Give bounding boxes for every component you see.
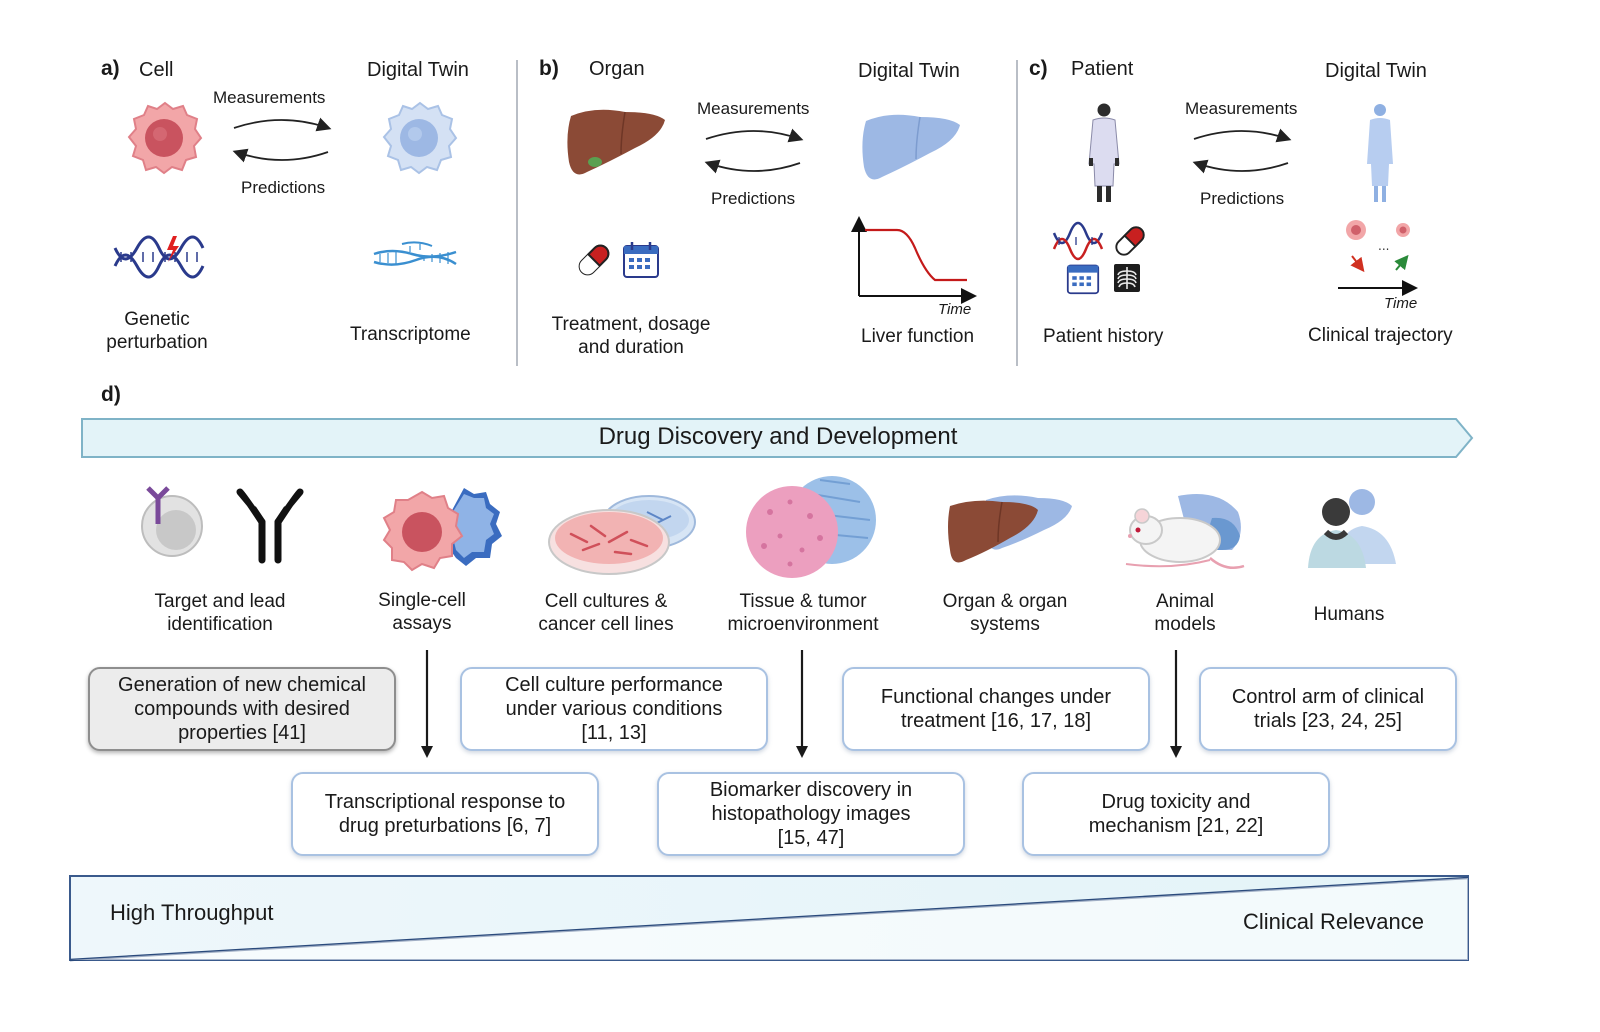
panel-b-left-caption: Treatment, dosage and duration: [551, 314, 711, 358]
clinical-relevance-label: Clinical Relevance: [1243, 909, 1424, 934]
measurements-arrow-b: [705, 128, 804, 143]
panel-b-measurements: Measurements: [697, 99, 810, 118]
pill-history-icon: [1115, 226, 1145, 256]
panel-a-predictions: Predictions: [241, 178, 326, 197]
box-transcriptional-response: Transcriptional response to drug preturb…: [291, 772, 599, 856]
separator-ab: [516, 60, 518, 366]
stage-label-tissue: Tissue & tumor microenvironment: [727, 591, 879, 635]
panel-c-time-label: Time: [1384, 295, 1418, 312]
panel-c-subject: Patient: [1071, 58, 1134, 80]
organ-systems-icon: [948, 495, 1072, 563]
panel-a-right-caption: Transcriptome: [350, 324, 471, 345]
panel-b-time-label: Time: [938, 301, 972, 318]
box-new-compounds: Generation of new chemical compounds wit…: [88, 667, 396, 751]
liver-icon: [567, 109, 665, 175]
box-biomarker-discovery: Biomarker discovery in histopathology im…: [657, 772, 965, 856]
time-axis-arrow: [1338, 280, 1418, 296]
panel-a-letter: a): [101, 57, 120, 80]
panel-c-twin-title: Digital Twin: [1325, 60, 1427, 82]
panel-b-subject: Organ: [589, 58, 645, 80]
drug-discovery-banner-arrow: [81, 418, 1474, 458]
panel-b-predictions: Predictions: [711, 189, 796, 208]
predictions-arrow-b: [704, 159, 801, 174]
predictions-arrow-a: [232, 148, 329, 163]
panel-c-right-caption: Clinical trajectory: [1308, 325, 1453, 346]
panel-b-twin-title: Digital Twin: [858, 60, 960, 82]
panel-a-measurements: Measurements: [213, 88, 326, 107]
separator-bc: [1016, 60, 1018, 366]
high-throughput-label: High Throughput: [110, 900, 274, 925]
box-control-arm: Control arm of clinical trials [23, 24, …: [1199, 667, 1457, 751]
digital-twin-patient-icon: [1367, 104, 1393, 202]
panel-b-right-caption: Liver function: [861, 326, 975, 347]
svg-text:...: ...: [1378, 239, 1389, 253]
calendar-icon: [623, 242, 659, 278]
box-drug-toxicity: Drug toxicity and mechanism [21, 22]: [1022, 772, 1330, 856]
down-arrow-3: [1170, 650, 1182, 758]
panel-b-letter: b): [539, 57, 559, 80]
panel-c-predictions: Predictions: [1200, 189, 1285, 208]
panel-a-twin-title: Digital Twin: [367, 59, 469, 81]
panel-d-letter: d): [101, 383, 121, 406]
stage-label-humans: Humans: [1313, 604, 1385, 625]
stage-label-cell-cultures: Cell cultures & cancer cell lines: [538, 591, 674, 635]
stage-label-organ: Organ & organ systems: [942, 591, 1068, 635]
target-receptor-icon: [141, 486, 203, 557]
panel-c-measurements: Measurements: [1185, 99, 1298, 118]
mouse-model-icon: [1125, 494, 1245, 569]
panel-a-subject: Cell: [139, 59, 174, 81]
cell-icon: [127, 101, 203, 175]
box-cell-culture-performance: Cell culture performance under various c…: [460, 667, 768, 751]
panel-a-left-caption: Genetic perturbation: [106, 309, 208, 353]
measurements-arrow-a: [233, 117, 332, 132]
predictions-arrow-c: [1192, 159, 1289, 174]
xray-icon: [1114, 264, 1140, 292]
box-functional-changes: Functional changes under treatment [16, …: [842, 667, 1150, 751]
single-cell-icon: [382, 488, 502, 572]
throughput-relevance-gradient: [69, 875, 1469, 962]
antibody-icon: [236, 488, 304, 564]
stage-label-target: Target and lead identification: [154, 591, 286, 635]
dna-mutation-icon: [113, 235, 205, 279]
dna-history-icon: [1052, 221, 1104, 261]
patient-icon: [1088, 103, 1120, 202]
banner-title: Drug Discovery and Development: [598, 423, 958, 450]
down-arrow-1: [421, 650, 433, 758]
calendar-history-icon: [1066, 264, 1100, 295]
stage-label-animal: Animal models: [1154, 591, 1216, 635]
tissue-sample-icon: [746, 476, 876, 578]
measurements-arrow-c: [1193, 128, 1292, 143]
clinical-trajectory-icon: ...: [1346, 220, 1410, 273]
pill-icon: [578, 244, 610, 276]
liver-function-graph: [851, 216, 977, 304]
petri-dish-icon: [548, 495, 696, 575]
panel-c-letter: c): [1029, 57, 1048, 80]
digital-twin-liver-icon: [862, 114, 960, 180]
digital-twin-cell-icon: [382, 101, 458, 175]
rna-transcript-icon: [373, 241, 457, 266]
humans-icon: [1308, 489, 1396, 568]
down-arrow-2: [796, 650, 808, 758]
stage-label-single-cell: Single-cell assays: [378, 590, 466, 634]
panel-c-left-caption: Patient history: [1043, 326, 1164, 347]
